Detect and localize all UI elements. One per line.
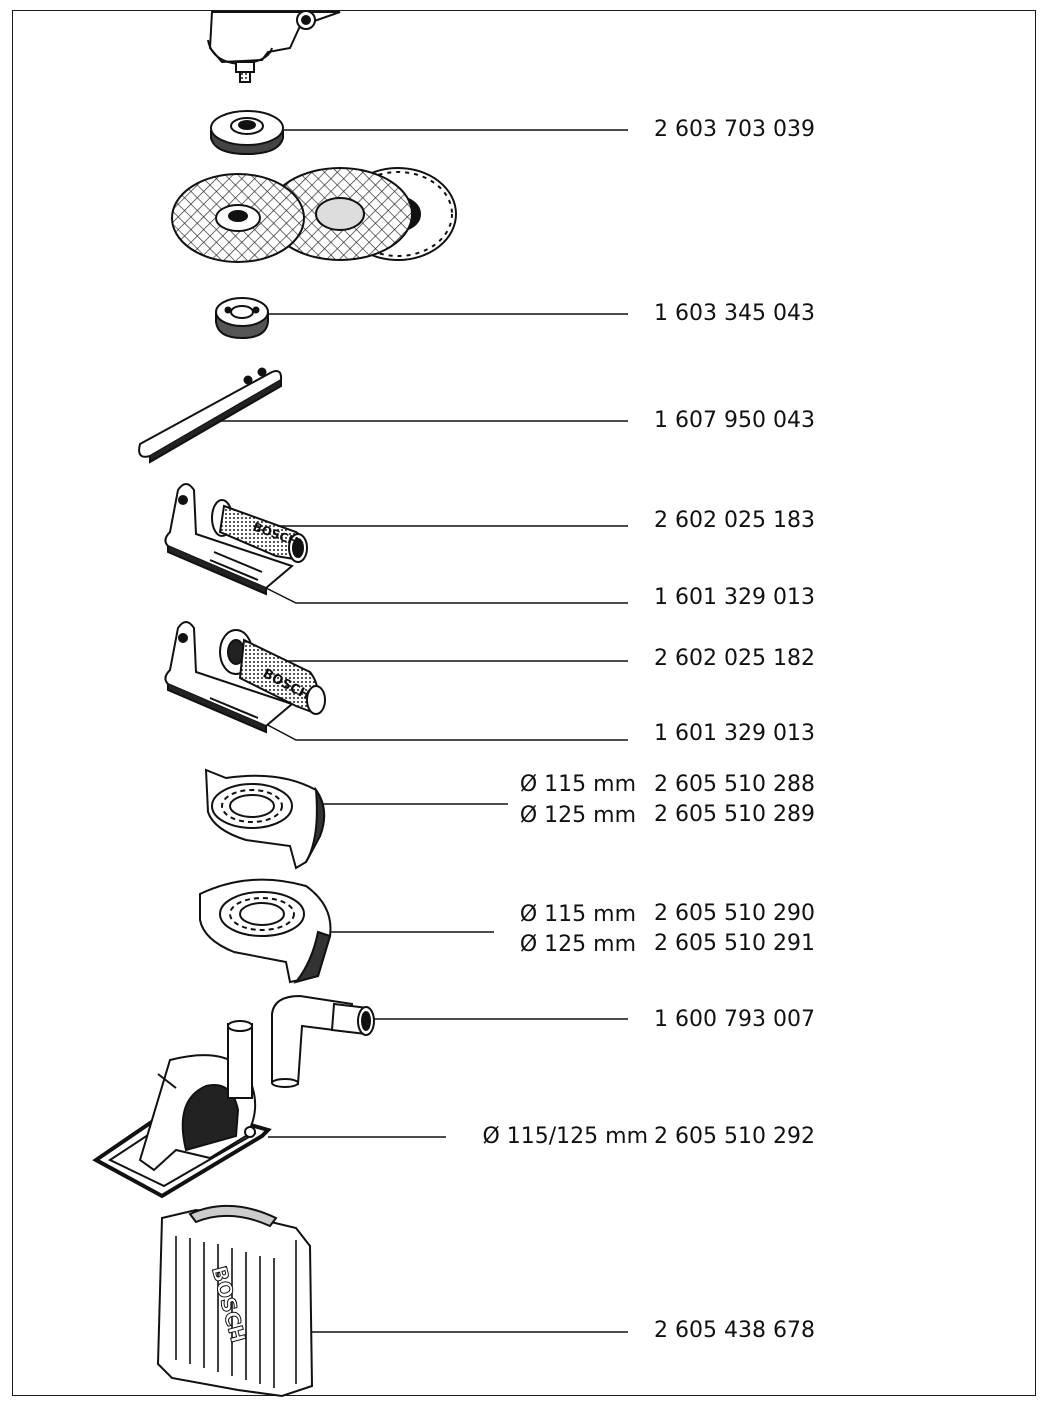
part-number-extraction-adapter: 1 600 793 007 <box>654 1007 815 1032</box>
page-frame <box>12 10 1036 1396</box>
part-number-bracket-1: 1 601 329 013 <box>654 585 815 610</box>
part-number-auxiliary-handle: 2 602 025 182 <box>654 646 815 671</box>
handle-2-drawing: BOSCH <box>164 621 326 734</box>
diameter-cutting-guide: Ø 115/125 mm <box>482 1124 648 1149</box>
part-number-bracket-2: 1 601 329 013 <box>654 721 815 746</box>
part-number-cutting-guard-115: 2 605 510 290 <box>654 901 815 926</box>
part-number-grinding-guard-125: 2 605 510 289 <box>654 802 815 827</box>
part-number-cutting-guide: 2 605 510 292 <box>654 1124 815 1149</box>
handle-1-drawing: BOSCH <box>164 483 308 596</box>
cutting-guard-drawing <box>199 878 332 984</box>
grinder-head-drawing <box>207 10 341 83</box>
diameter-cutting-guard-125: Ø 125 mm <box>519 932 636 957</box>
carrying-case-drawing: BOSCH <box>156 1204 314 1398</box>
flange-drawing <box>210 110 284 156</box>
cutting-guide-drawing <box>92 1020 272 1199</box>
part-number-vibration-handle: 2 602 025 183 <box>654 508 815 533</box>
part-number-carrying-case: 2 605 438 678 <box>654 1318 815 1343</box>
part-number-grinding-guard-115: 2 605 510 288 <box>654 772 815 797</box>
discs-drawing <box>171 167 457 263</box>
clamping-nut-drawing <box>215 297 269 340</box>
diameter-grinding-guard-115: Ø 115 mm <box>519 772 636 797</box>
part-number-clamping-nut: 1 603 345 043 <box>654 301 815 326</box>
diameter-cutting-guard-115: Ø 115 mm <box>519 902 636 927</box>
diameter-grinding-guard-125: Ø 125 mm <box>519 803 636 828</box>
part-number-cutting-guard-125: 2 605 510 291 <box>654 931 815 956</box>
part-number-spanner: 1 607 950 043 <box>654 408 815 433</box>
part-number-flange: 2 603 703 039 <box>654 117 815 142</box>
extraction-adapter-drawing <box>271 994 375 1088</box>
spanner-drawing <box>138 367 283 464</box>
leader-lines <box>206 129 628 1333</box>
grinding-guard-drawing <box>204 768 326 870</box>
